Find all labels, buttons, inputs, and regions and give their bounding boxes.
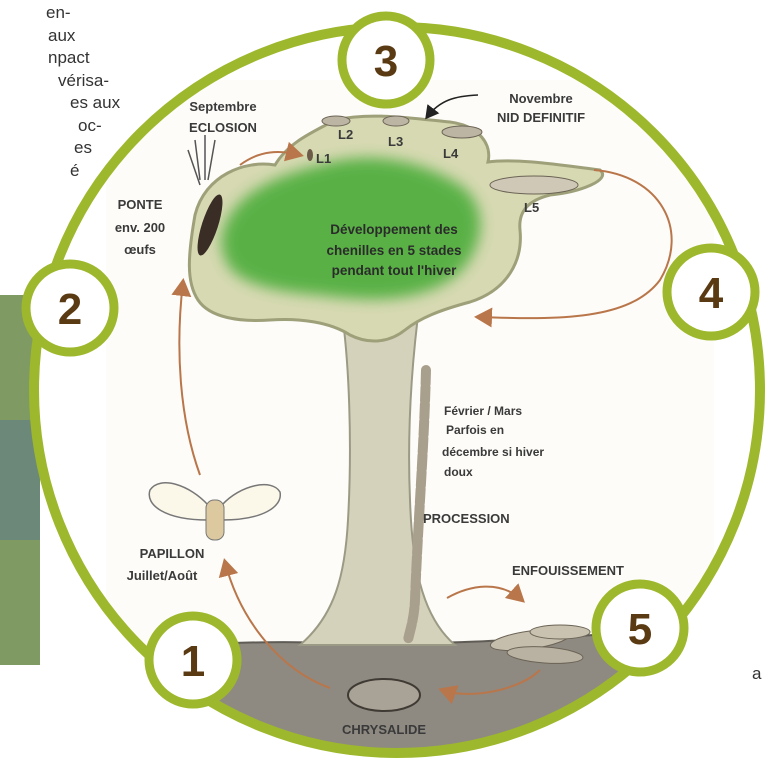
larva-l1: [307, 149, 313, 161]
larva-label-l2: L2: [338, 127, 353, 142]
fevrier-label: Février / Mars: [444, 404, 522, 418]
chrysalis: [348, 679, 420, 711]
nid-definitif-label: NID DEFINITIF: [497, 110, 585, 125]
stage-number-1: 1: [181, 637, 205, 686]
enfouissement-label: ENFOUISSEMENT: [512, 563, 624, 578]
development-line-3: pendant tout l'hiver: [332, 263, 457, 278]
chrysalide-label: CHRYSALIDE: [342, 722, 426, 737]
stage-number-4: 4: [699, 269, 724, 318]
parfois-label: Parfois en: [446, 423, 504, 437]
procession-label: PROCESSION: [423, 511, 510, 526]
juillet-label: Juillet/Août: [127, 568, 198, 583]
development-line-1: Développement des: [330, 222, 458, 237]
larva-label-l4: L4: [443, 146, 459, 161]
larva-l3: [383, 116, 409, 126]
ponte-count-label: env. 200: [115, 220, 165, 235]
larva-l4: [442, 126, 482, 138]
decembre-label: décembre si hiver: [442, 445, 544, 459]
diagram-illustration: CHRYSALIDE Septembre ECLOSION PONTE env.…: [30, 80, 769, 782]
stage-number-5: 5: [628, 605, 652, 654]
ponte-label: PONTE: [118, 197, 163, 212]
stage-badge-5: 5: [596, 584, 684, 672]
development-line-2: chenilles en 5 stades: [326, 243, 461, 258]
larva-l5: [490, 176, 578, 194]
larva-label-l3: L3: [388, 134, 403, 149]
stage-badge-1: 1: [149, 616, 237, 704]
stage-badge-4: 4: [667, 248, 755, 336]
septembre-label: Septembre: [189, 99, 256, 114]
stage-badge-2: 2: [26, 264, 114, 352]
stage-badge-3: 3: [342, 16, 430, 104]
ponte-unit-label: œufs: [124, 242, 156, 257]
stage-number-2: 2: [58, 285, 82, 334]
eclosion-label: ECLOSION: [189, 120, 257, 135]
doux-label: doux: [444, 465, 473, 479]
larva-l2: [322, 116, 350, 126]
larva-label-l5: L5: [524, 200, 539, 215]
stage-number-3: 3: [374, 37, 398, 86]
novembre-label: Novembre: [509, 91, 573, 106]
papillon-label: PAPILLON: [140, 546, 205, 561]
larva-label-l1: L1: [316, 151, 331, 166]
